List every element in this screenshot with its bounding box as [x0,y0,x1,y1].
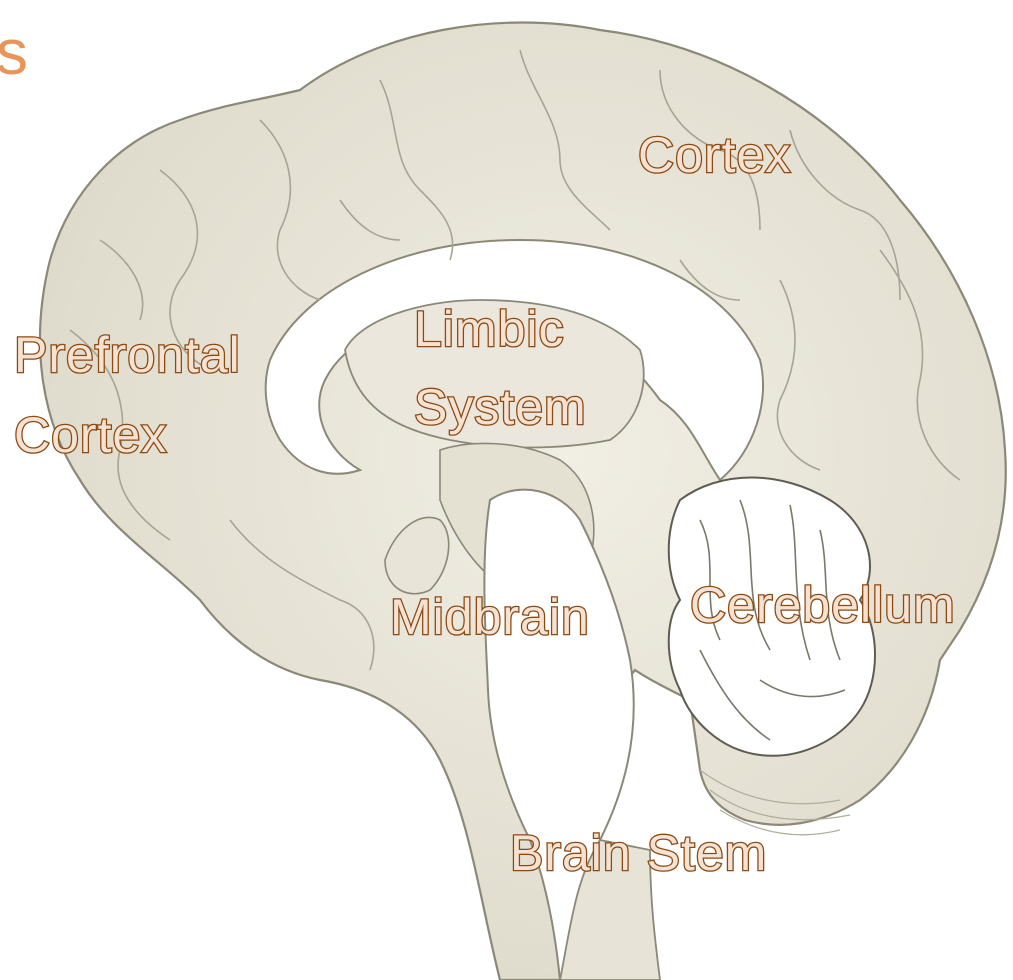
label-limbic-line2: System [414,379,587,435]
label-cerebellum: Cerebellum [690,577,956,633]
label-cortex: Cortex [638,127,791,183]
label-limbic-line1: Limbic [414,301,564,357]
slide-title-fragment: s [0,16,28,88]
label-midbrain: Midbrain [390,589,590,645]
label-prefrontal-line2: Cortex [14,407,167,463]
label-prefrontal-line1: Prefrontal [14,327,241,383]
label-brain-stem: Brain Stem [510,825,767,881]
